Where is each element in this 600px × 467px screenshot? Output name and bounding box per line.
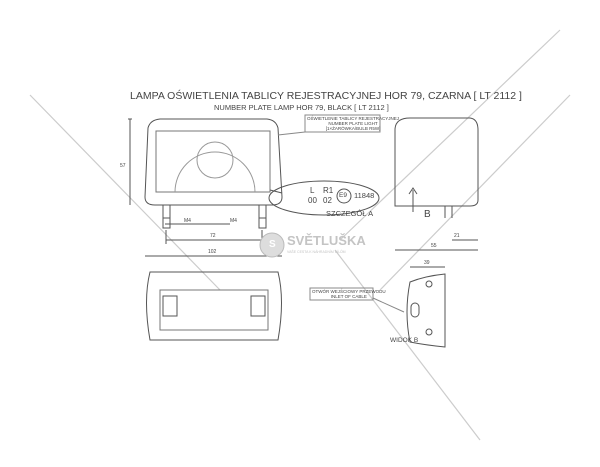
marking-l: L [310,186,315,195]
marking-r1-num: 02 [323,196,332,205]
watermark-tagline: VAŠE CESTA K NÁHRADNÍM DÍLŮM [287,250,346,254]
marking-r1: R1 [323,186,334,195]
watermark-logo [259,232,285,258]
dim-width: 102 [208,249,217,255]
drawing-subtitle: NUMBER PLATE LAMP HOR 79, BLACK [ LT 211… [214,103,389,112]
callout-line: OŚWIETLENIE TABLICY REJESTRACYJNEJ [307,116,400,121]
dim-height: 57 [120,163,126,169]
dim-m4-right: M4 [230,218,237,224]
view-b [309,266,446,348]
side-view [394,117,479,251]
watermark-cross-lines [29,29,571,441]
marking-ellipse [268,180,380,216]
watermark-brand: SVĚTLUŠKA [287,233,366,248]
approval-circle [336,188,352,204]
dim-m4-left: M4 [184,218,191,224]
marking-number: 11848 [354,191,375,200]
callout-line: [1×ŻARÓWKA/BULB R5W] [325,126,381,131]
arrow-label: B [424,209,431,220]
detail-label: SZCZEGÓŁ A [326,209,374,218]
dim-depth: 55 [431,243,437,249]
marking-approval: E9 [339,192,347,199]
cable-callout: OTWÓR WEJŚCIOWY PRZEWODU INLET OF CABLE [312,289,386,299]
marking-l-num: 00 [308,196,317,205]
lamp-callout: OŚWIETLENIE TABLICY REJESTRACYJNEJ NUMBE… [307,116,399,131]
view-label: WIDOK B [390,337,419,344]
callout-line: NUMBER PLATE LIGHT [328,121,378,126]
callout-line: OTWÓR WEJŚCIOWY PRZEWODU [312,289,386,294]
dim-side-width: 39 [424,260,430,266]
watermark-logo-letter: S [269,239,276,250]
dim-offset: 21 [454,233,460,239]
front-view [128,114,381,257]
callout-line: INLET OF CABLE [330,294,367,299]
dim-spacing: 72 [210,233,216,239]
rear-view [146,271,282,341]
drawing-title: LAMPA OŚWIETLENIA TABLICY REJESTRACYJNEJ… [130,90,522,102]
